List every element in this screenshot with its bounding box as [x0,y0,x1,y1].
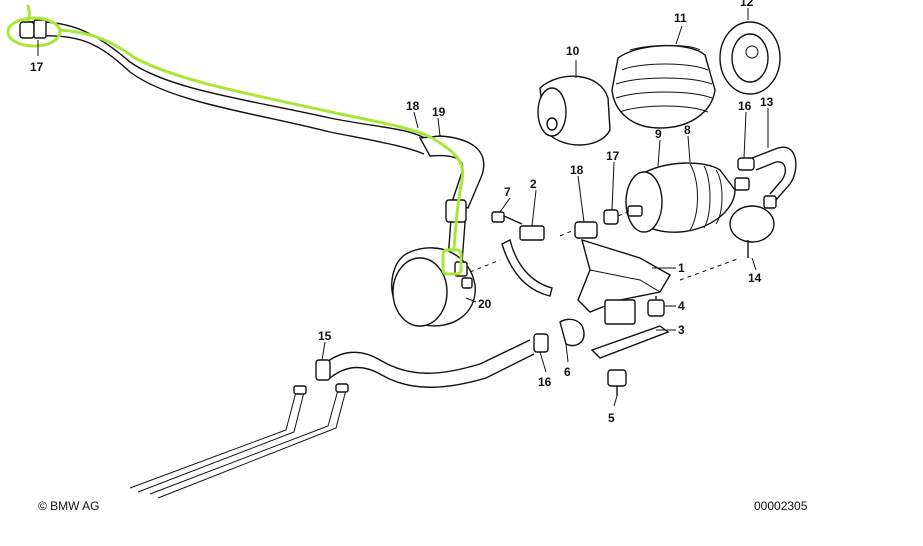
label-8: 8 [684,123,691,137]
hose-clamp-17-small [603,209,619,225]
rubber-mount-10 [537,75,611,146]
label-9: 9 [655,127,662,141]
label-16-top: 16 [738,99,752,113]
clip-6 [559,318,585,347]
label-13: 13 [760,95,774,109]
pressure-damper-14 [729,195,777,258]
hose-15 [315,339,535,388]
clamp-2 [501,225,553,297]
label-11: 11 [674,11,687,25]
label-19: 19 [432,105,446,119]
label-20: 20 [478,297,492,311]
label-12: 12 [740,0,754,9]
copyright-text: © BMW AG [38,499,100,513]
highlight-vent-line [6,4,465,276]
leader-lines [37,8,769,407]
bolt-7 [491,211,523,225]
label-18-mid: 18 [570,163,584,177]
label-4: 4 [678,299,685,313]
drawing-number: 00002305 [754,499,808,513]
cap-12 [719,21,781,95]
label-17-mid: 17 [606,149,620,163]
label-10: 10 [566,44,580,58]
vent-line-18-19 [27,21,485,263]
rubber-sleeve-11 [611,44,716,129]
bracket-1 [577,238,671,325]
hose-clamp-17-top [19,19,47,39]
label-16-bottom: 16 [538,375,552,389]
label-6: 6 [564,365,571,379]
hose-clamp-16-lower [533,333,549,353]
rubber-mount-4 [647,296,665,317]
label-3: 3 [678,323,685,337]
label-17-top: 17 [30,60,44,74]
hose-13 [737,146,797,201]
label-18-top: 18 [406,99,420,113]
part-labels: 17 18 19 20 10 11 12 16 13 9 8 17 18 2 7… [30,0,774,425]
label-7: 7 [504,185,511,199]
label-5: 5 [608,411,615,425]
strap-3 [590,325,670,359]
fuel-lines [129,383,349,499]
alignment-lines [469,211,741,281]
carbon-canister-20 [391,247,476,327]
fuel-pump-8-9 [625,162,750,233]
label-2: 2 [530,177,537,191]
label-15: 15 [318,329,332,343]
label-1: 1 [678,261,685,275]
hose-fitting-18 [574,221,598,239]
label-14: 14 [748,271,762,285]
rubber-mount-5 [607,369,627,396]
